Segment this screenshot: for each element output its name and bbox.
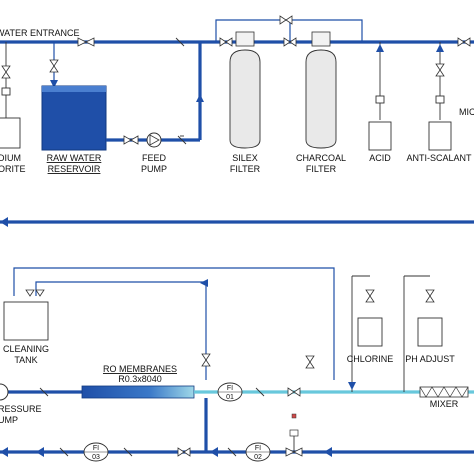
ro-size-label: R0.3x8040 — [118, 374, 162, 384]
chlorine-valve[interactable] — [365, 289, 375, 303]
ro-membranes-label: RO MEMBRANES — [103, 364, 177, 374]
inlet-valve[interactable] — [77, 37, 95, 47]
arrow-up-icon — [196, 94, 204, 102]
concentrate-check-valve-2[interactable] — [123, 447, 133, 457]
arrow-left-icon — [324, 447, 332, 457]
silex-inlet-valve[interactable] — [219, 37, 233, 47]
acid-tank — [368, 121, 392, 151]
fi-02-number: 02 — [254, 454, 262, 461]
hypochlorite-tank — [0, 117, 21, 149]
cleaning-supply-line — [13, 267, 335, 380]
pressure-pump-label-2: UMP — [0, 415, 18, 425]
cleaning-return-line — [35, 281, 207, 380]
reservoir-outlet-valve[interactable] — [123, 135, 139, 145]
silex-filter-label-1: SILEX — [232, 153, 258, 163]
outlet-valve[interactable] — [457, 37, 471, 47]
ro-membrane-vessel — [81, 385, 195, 399]
permeate-cleaning-valve[interactable] — [305, 355, 315, 369]
cleaning-tank — [3, 301, 49, 341]
raw-water-reservoir — [41, 85, 107, 151]
concentrate-valve[interactable] — [177, 447, 191, 457]
permeate-valve[interactable] — [287, 387, 301, 397]
hypochlorite-pump-icon — [1, 87, 11, 96]
ph-adjust-tank — [417, 317, 443, 347]
chlorine-tank — [357, 317, 383, 347]
reservoir-fill-valve[interactable] — [49, 59, 59, 73]
pressure-pump[interactable] — [0, 383, 9, 401]
reservoir-label-2: RESERVOIR — [48, 164, 101, 174]
reservoir-label-1: RAW WATER — [47, 153, 102, 163]
concentrate-check-valve-1[interactable] — [59, 447, 69, 457]
pressure-pump-label-1: RESSURE — [0, 404, 42, 414]
micro-filter-label: MIC — [459, 107, 474, 117]
antiscalant-valve[interactable] — [435, 63, 445, 77]
fi-03-flow-indicator: FI 03 — [83, 442, 109, 462]
reservoir-surface — [42, 86, 106, 92]
silex-filter-label-2: FILTER — [230, 164, 261, 174]
cleaning-valve-1[interactable] — [25, 289, 35, 297]
acid-pump-icon — [375, 95, 385, 104]
feed-pump-label-1: FEED — [142, 153, 167, 163]
fi-02-tag: FI — [255, 445, 261, 452]
concentrate-check-valve-3[interactable] — [227, 447, 237, 457]
cleaning-line-valve[interactable] — [201, 353, 211, 367]
fi-03-number: 03 — [92, 454, 100, 461]
regulating-valve[interactable] — [285, 413, 303, 457]
chlorine-label: CHLORINE — [347, 354, 394, 364]
arrow-left-icon — [0, 217, 8, 227]
cleaning-tank-label-1: CLEANING — [3, 344, 49, 354]
antiscalant-tank — [428, 121, 452, 151]
hp-check-valve[interactable] — [39, 387, 49, 397]
charcoal-inlet-valve[interactable] — [283, 37, 297, 47]
antiscalant-label: ANTI-SCALANT — [406, 153, 472, 163]
static-mixer — [419, 386, 469, 398]
arrow-icon — [50, 80, 58, 88]
hypochlorite-label-2: HLORITE — [0, 164, 26, 174]
arrow-up-icon — [376, 44, 384, 52]
check-valve[interactable] — [177, 135, 187, 145]
charcoal-filter-label-2: FILTER — [306, 164, 337, 174]
charcoal-filter-label-1: CHARCOAL — [296, 153, 346, 163]
hypochlorite-valve[interactable] — [1, 65, 11, 79]
arrow-left-icon — [36, 447, 44, 457]
arrow-left-icon — [0, 447, 8, 457]
cleaning-tank-label-2: TANK — [14, 355, 37, 365]
ph-valve[interactable] — [425, 289, 435, 303]
cleaning-valve-2[interactable] — [35, 289, 45, 297]
feed-pump[interactable] — [146, 132, 162, 148]
feed-pump-label-2: PUMP — [141, 164, 167, 174]
water-entrance-label: WATER ENTRANCE — [0, 28, 80, 38]
acid-label: ACID — [369, 153, 391, 163]
arrow-up-icon — [436, 44, 444, 52]
charcoal-filter — [305, 31, 337, 149]
permeate-check-valve[interactable] — [255, 387, 265, 397]
fi-02-flow-indicator: FI 02 — [245, 442, 271, 462]
arrow-down-icon — [348, 382, 356, 390]
main-check-valve[interactable] — [175, 37, 185, 47]
fi-01-tag: FI — [227, 385, 233, 392]
bypass-valve[interactable] — [279, 15, 293, 25]
fi-01-flow-indicator: FI 01 — [217, 382, 243, 402]
arrow-left-icon — [210, 447, 218, 457]
ph-adjust-label: PH ADJUST — [405, 354, 455, 364]
arrow-left-icon — [200, 279, 208, 287]
hypochlorite-label-1: ODIUM — [0, 153, 21, 163]
mixer-label: MIXER — [430, 399, 459, 409]
silex-filter — [229, 31, 261, 149]
antiscalant-pump-icon — [435, 95, 445, 104]
fi-03-tag: FI — [93, 445, 99, 452]
fi-01-number: 01 — [226, 394, 234, 401]
